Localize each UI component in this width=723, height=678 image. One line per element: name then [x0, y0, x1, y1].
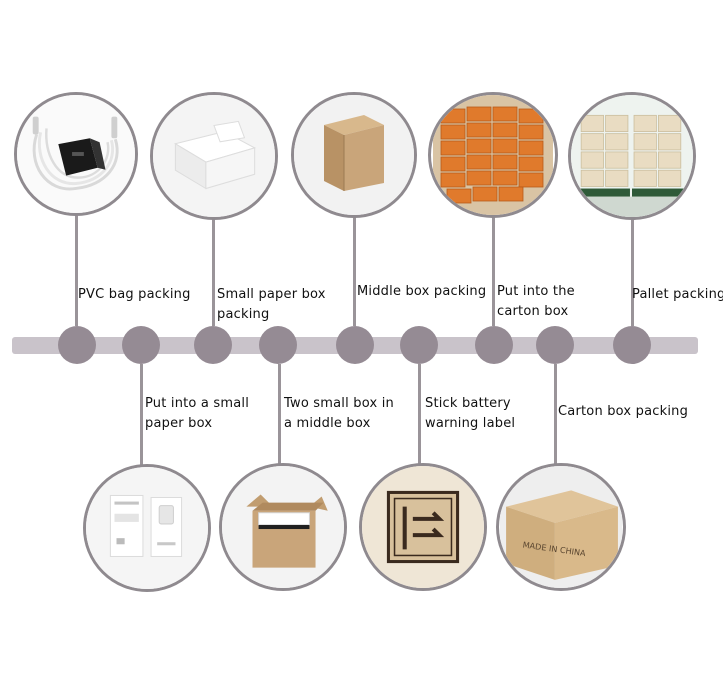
charger-cable-photo	[14, 92, 138, 216]
connector-line-9	[631, 218, 634, 326]
timeline-node-8	[536, 326, 574, 364]
step-label-7: Put into the carton box	[497, 284, 575, 319]
step-label-9: Pallet packing	[632, 287, 723, 302]
step-label-4: Two small box in a middle box	[284, 396, 394, 431]
pallet-photo	[568, 92, 696, 220]
connector-line-6	[418, 364, 421, 466]
step-label-5: Middle box packing	[357, 284, 487, 299]
timeline-node-5	[336, 326, 374, 364]
white-paper-box-photo	[150, 92, 278, 220]
step-label-6: Stick battery warning label	[425, 396, 516, 431]
connector-line-1	[75, 214, 78, 326]
timeline-node-9	[613, 326, 651, 364]
step-label-1: PVC bag packing	[78, 287, 191, 302]
connector-line-7	[492, 215, 495, 326]
timeline-node-1	[58, 326, 96, 364]
battery-warning-label-photo	[359, 463, 487, 591]
timeline-node-4	[259, 326, 297, 364]
made-in-china-carton-photo: MADE IN CHINA	[496, 463, 626, 591]
connector-line-2	[140, 364, 143, 468]
connector-line-8	[554, 364, 557, 468]
timeline-node-7	[475, 326, 513, 364]
kraft-box-photo	[291, 92, 417, 218]
timeline-node-3	[194, 326, 232, 364]
connector-line-3	[212, 218, 215, 326]
connector-line-4	[278, 364, 281, 466]
step-label-8: Carton box packing	[558, 404, 689, 419]
open-kraft-box-photo	[219, 463, 347, 591]
paper-box-products-photo	[83, 464, 211, 592]
step-label-2: Put into a small paper box	[145, 396, 250, 431]
orange-boxes-in-carton-photo	[428, 92, 558, 218]
timeline-node-2	[122, 326, 160, 364]
timeline-node-6	[400, 326, 438, 364]
step-label-3: Small paper box packing	[217, 287, 326, 322]
connector-line-5	[353, 216, 356, 326]
